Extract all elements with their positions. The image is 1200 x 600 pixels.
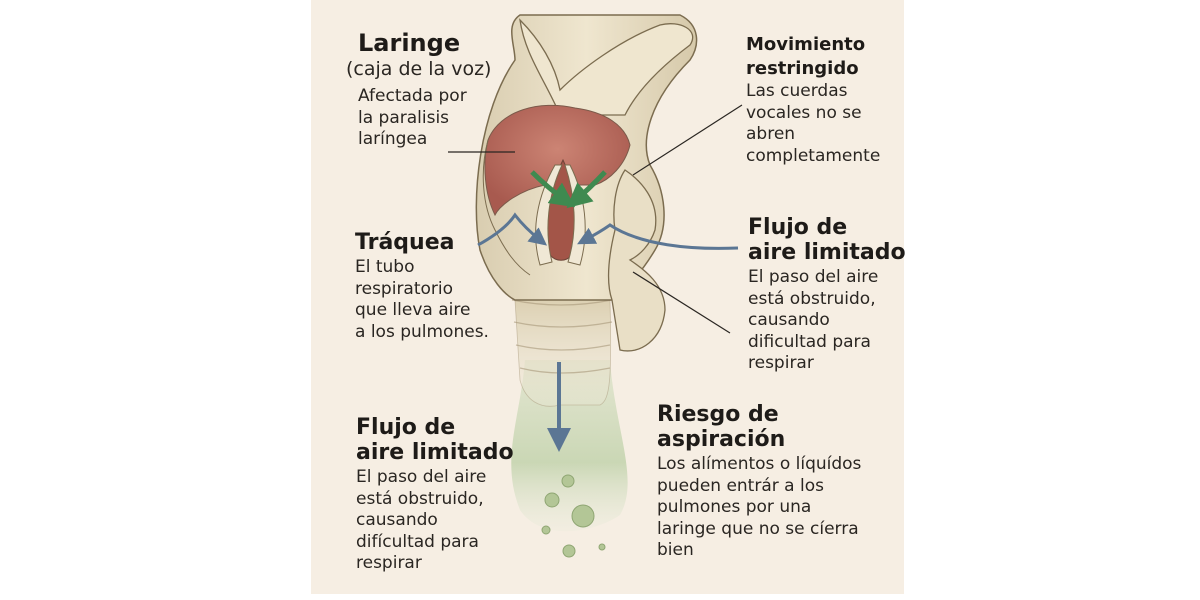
- aspiracion-line: laringe que no se cíerra: [657, 518, 859, 539]
- laringe-line: la paralisis: [358, 107, 450, 128]
- aspiration-droplet: [541, 525, 551, 535]
- leader-line-flujo-derecha: [632, 271, 731, 334]
- traquea-line: respiratorio: [355, 278, 454, 299]
- laringe-line: laríngea: [358, 129, 428, 149]
- flujo-izquierda-line: causando: [356, 510, 438, 530]
- flujo-derecha-line: dificultad para: [748, 331, 871, 352]
- aspiracion-title: Riesgo de: [657, 402, 779, 427]
- flujo-derecha-title: aire limitado: [748, 240, 906, 265]
- label-riesgo-aspiracion: Riesgo de aspiración Los alímentos o líq…: [657, 402, 861, 562]
- traquea-line: a los pulmones.: [355, 321, 489, 342]
- movimiento-line: Las cuerdas: [746, 81, 848, 101]
- movimiento-title: Movimiento: [746, 34, 866, 55]
- flujo-derecha-title: Flujo de: [748, 215, 848, 240]
- leader-line-movimiento: [632, 104, 743, 176]
- aspiration-droplet: [544, 492, 560, 508]
- flujo-izquierda-title: Flujo de: [356, 415, 456, 440]
- constriction-arrow-left: [530, 170, 576, 208]
- larynx: [475, 14, 698, 352]
- aspiracion-line: pulmones por una: [657, 497, 812, 517]
- flujo-izquierda-line: está obstruido,: [356, 488, 484, 509]
- aspiration-droplet: [561, 474, 575, 488]
- aspiration-droplet: [598, 543, 606, 551]
- aspiration-droplet: [571, 504, 595, 528]
- laringe-title: Laringe: [358, 29, 461, 57]
- movimiento-title: restringido: [746, 58, 859, 79]
- aspiracion-title: aspiración: [657, 427, 786, 452]
- flujo-izquierda-line: respirar: [356, 553, 422, 573]
- traquea-line: que lleva aire: [355, 300, 471, 320]
- aspiracion-line: bien: [657, 540, 694, 560]
- label-flujo-aire-izquierda: Flujo de aire limitado El paso del aire …: [356, 415, 514, 575]
- movimiento-line: abren: [746, 124, 796, 144]
- traquea-line: El tubo: [355, 257, 415, 277]
- flujo-derecha-line: causando: [748, 310, 830, 330]
- flujo-izquierda-line: difícultad para: [356, 531, 479, 552]
- laringe-subtitle: (caja de la voz): [346, 58, 492, 80]
- traquea-title: Tráquea: [355, 230, 455, 255]
- airflow-arrow-right: [577, 223, 739, 250]
- laringe-line: Afectada por: [358, 86, 467, 106]
- airflow-arrow-left: [477, 212, 548, 247]
- movimiento-line: completamente: [746, 145, 881, 166]
- label-flujo-aire-derecha: Flujo de aire limitado El paso del aire …: [748, 215, 906, 375]
- flujo-derecha-line: está obstruido,: [748, 288, 876, 309]
- aspiration-droplet: [562, 544, 576, 558]
- label-movimiento-restringido: Movimiento restringido Las cuerdas vocal…: [746, 33, 880, 167]
- aspiracion-line: pueden entrár a los: [657, 475, 824, 496]
- flujo-derecha-line: El paso del aire: [748, 267, 879, 287]
- label-traquea: Tráquea El tubo respiratorio que lleva a…: [355, 230, 489, 343]
- lung-aspiration-region: [511, 299, 628, 558]
- flujo-izquierda-title: aire limitado: [356, 440, 514, 465]
- flujo-izquierda-line: El paso del aire: [356, 467, 487, 487]
- aspiracion-line: Los alímentos o líquídos: [657, 454, 862, 474]
- label-laringe: Laringe (caja de la voz) Afectada por la…: [346, 28, 491, 151]
- movimiento-line: vocales no se: [746, 102, 862, 123]
- flujo-derecha-line: respirar: [748, 353, 814, 373]
- constriction-arrow-right: [566, 170, 607, 209]
